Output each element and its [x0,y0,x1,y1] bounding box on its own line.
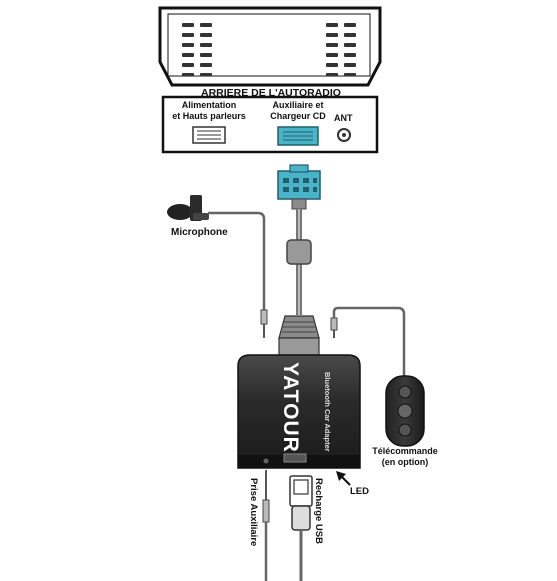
aux-jack-cable [262,470,270,581]
microphone-label: Microphone [171,227,228,238]
vent-grille-left [178,20,218,76]
radio-back-unit [158,6,382,154]
device-brand: YATOUR [279,362,302,453]
led-pointer-arrow [336,471,351,486]
power-label: Alimentation et Hauts parleurs [165,100,253,122]
usb-charge-label: Recharge USB [313,478,324,544]
ferrite-bead [286,239,312,265]
vent-grille-right [322,20,362,76]
main-cable [278,209,320,357]
aux-label-line2: Chargeur CD [270,111,326,121]
radio-title: ARRIERE DE L'AUTORADIO [201,87,341,99]
remote-label-line2: (en option) [381,457,429,467]
remote-label-line1: Télécommande [372,446,438,456]
usb-charge-cable [289,475,313,581]
aux-label: Auxiliaire et Chargeur CD [260,100,336,122]
harness-connector [277,164,321,210]
power-label-line1: Alimentation [181,100,237,110]
aux-jack-port [263,458,269,464]
power-label-line2: et Hauts parleurs [172,111,246,121]
aux-label-line1: Auxiliaire et [272,100,324,110]
remote-cable [330,306,406,376]
usb-port [283,453,307,463]
device-subtitle: Bluetooth Car Adapter [323,372,332,452]
remote-button-bottom [398,423,412,437]
led-label: LED [350,486,369,497]
remote-button-top [398,385,412,399]
aux-jack-label: Prise Auxiliaire [248,478,259,547]
microphone [167,195,268,338]
remote-control [385,375,425,447]
antenna-label: ANT [334,113,353,123]
remote-label: Télécommande (en option) [368,446,442,468]
bluetooth-adapter-device [237,354,361,469]
remote-button-middle [397,403,413,419]
